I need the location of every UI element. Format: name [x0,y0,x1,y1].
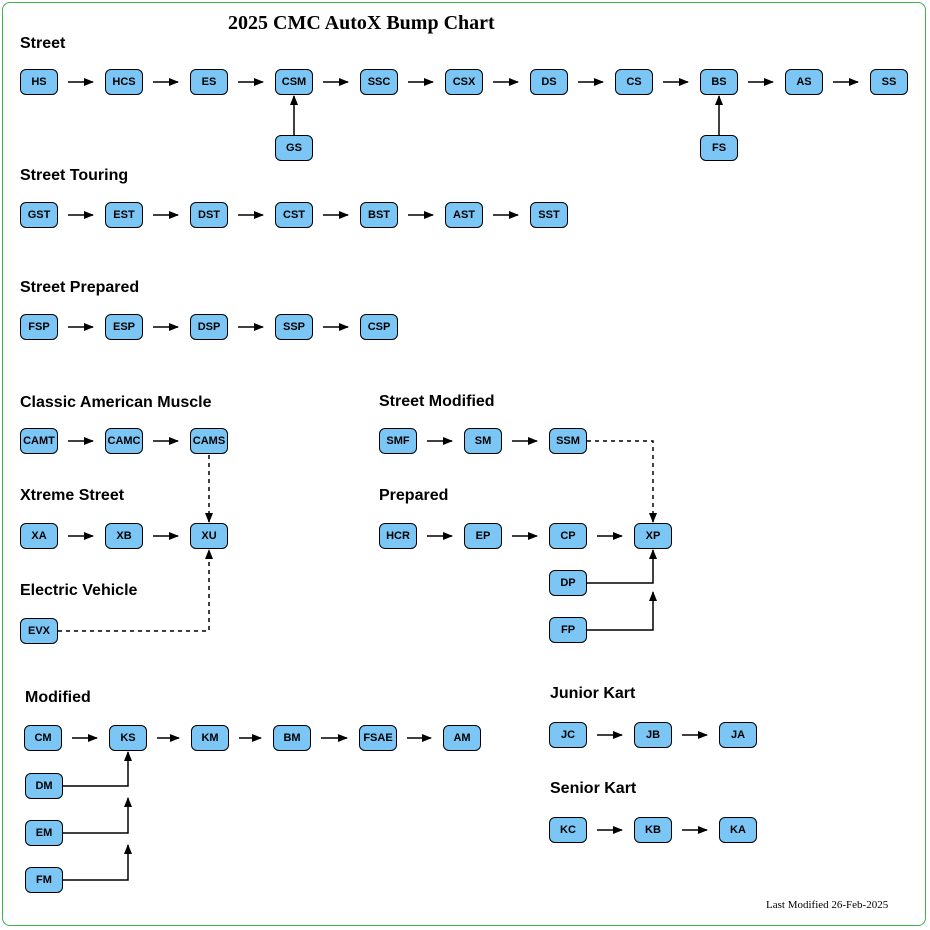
edge-evx-to-xu [58,549,213,632]
class-node-ja: JA [719,722,757,748]
class-node-ep: EP [464,523,502,549]
class-node-gst: GST [20,202,58,228]
class-node-ast: AST [445,202,483,228]
class-node-xa: XA [20,523,58,549]
class-node-gs: GS [275,135,313,161]
class-node-esp: ESP [105,314,143,340]
class-node-es: ES [190,69,228,95]
class-node-ssm: SSM [549,428,587,454]
class-node-ss: SS [870,69,908,95]
class-node-csp: CSP [360,314,398,340]
section-prepared-label: Prepared [379,487,449,504]
section-senior-kart-label: Senior Kart [550,780,637,797]
class-node-sm: SM [464,428,502,454]
section-street-modified-label: Street Modified [379,393,495,410]
section-street-label: Street [20,35,66,52]
class-node-fsae: FSAE [359,725,397,751]
class-node-csx: CSX [445,69,483,95]
class-node-ssp: SSP [275,314,313,340]
class-node-ka: KA [719,817,757,843]
edge-fm-to-ks [63,844,132,881]
edge-dm-to-ks [63,751,132,787]
class-node-cp: CP [549,523,587,549]
edge-em-to-ks [63,797,132,834]
edge-ssm-to-xp [587,440,657,523]
class-node-dp: DP [549,570,587,596]
class-node-dst: DST [190,202,228,228]
class-node-kb: KB [634,817,672,843]
edge-fp-to-xp [587,591,657,631]
class-node-camt: CAMT [20,428,58,454]
class-node-xp: XP [634,523,672,549]
class-node-cst: CST [275,202,313,228]
class-node-est: EST [105,202,143,228]
class-node-hcs: HCS [105,69,143,95]
class-node-cams: CAMS [190,428,228,454]
class-node-hcr: HCR [379,523,417,549]
class-node-jb: JB [634,722,672,748]
class-node-bs: BS [700,69,738,95]
section-street-touring-label: Street Touring [20,167,129,184]
class-node-fm: FM [25,867,63,893]
class-node-ssc: SSC [360,69,398,95]
class-node-xu: XU [190,523,228,549]
class-node-hs: HS [20,69,58,95]
section-xtreme-street-label: Xtreme Street [20,487,125,504]
class-node-kc: KC [549,817,587,843]
class-node-as: AS [785,69,823,95]
class-node-bm: BM [273,725,311,751]
class-node-dsp: DSP [190,314,228,340]
section-junior-kart-label: Junior Kart [550,685,636,702]
class-node-bst: BST [360,202,398,228]
last-modified-note: Last Modified 26-Feb-2025 [766,899,889,911]
class-node-evx: EVX [20,618,58,644]
class-node-xb: XB [105,523,143,549]
class-node-smf: SMF [379,428,417,454]
class-node-em: EM [25,820,63,846]
class-node-cm: CM [24,725,62,751]
section-street-prepared-label: Street Prepared [20,279,140,296]
class-node-ds: DS [530,69,568,95]
class-node-km: KM [191,725,229,751]
class-node-dm: DM [25,773,63,799]
class-node-ks: KS [109,725,147,751]
section-classic-american-muscle-label: Classic American Muscle [20,394,212,411]
section-modified-label: Modified [25,689,91,706]
edge-dp-to-xp [587,549,657,584]
class-node-jc: JC [549,722,587,748]
chart-title: 2025 CMC AutoX Bump Chart [228,12,495,34]
class-node-camc: CAMC [105,428,143,454]
section-electric-vehicle-label: Electric Vehicle [20,582,138,599]
class-node-fp: FP [549,617,587,643]
class-node-am: AM [443,725,481,751]
class-node-sst: SST [530,202,568,228]
class-node-fsp: FSP [20,314,58,340]
class-node-cs: CS [615,69,653,95]
class-node-csm: CSM [275,69,313,95]
class-node-fs: FS [700,135,738,161]
